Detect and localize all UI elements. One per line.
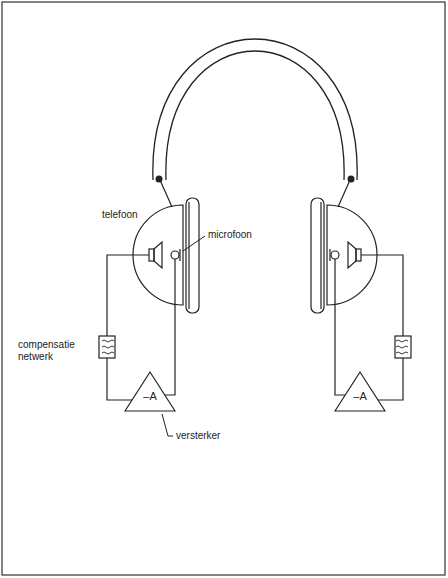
part-label: microfoon bbox=[208, 229, 278, 241]
amplifier-triangle: –A bbox=[334, 370, 386, 412]
part-label: versterker bbox=[176, 430, 246, 442]
amplifier-triangle: –A bbox=[124, 370, 176, 412]
gain-label: –A bbox=[124, 391, 176, 402]
part-label: compensatie netwerk bbox=[18, 339, 94, 362]
gain-label: –A bbox=[334, 391, 386, 402]
part-label: telefoon bbox=[102, 209, 162, 221]
